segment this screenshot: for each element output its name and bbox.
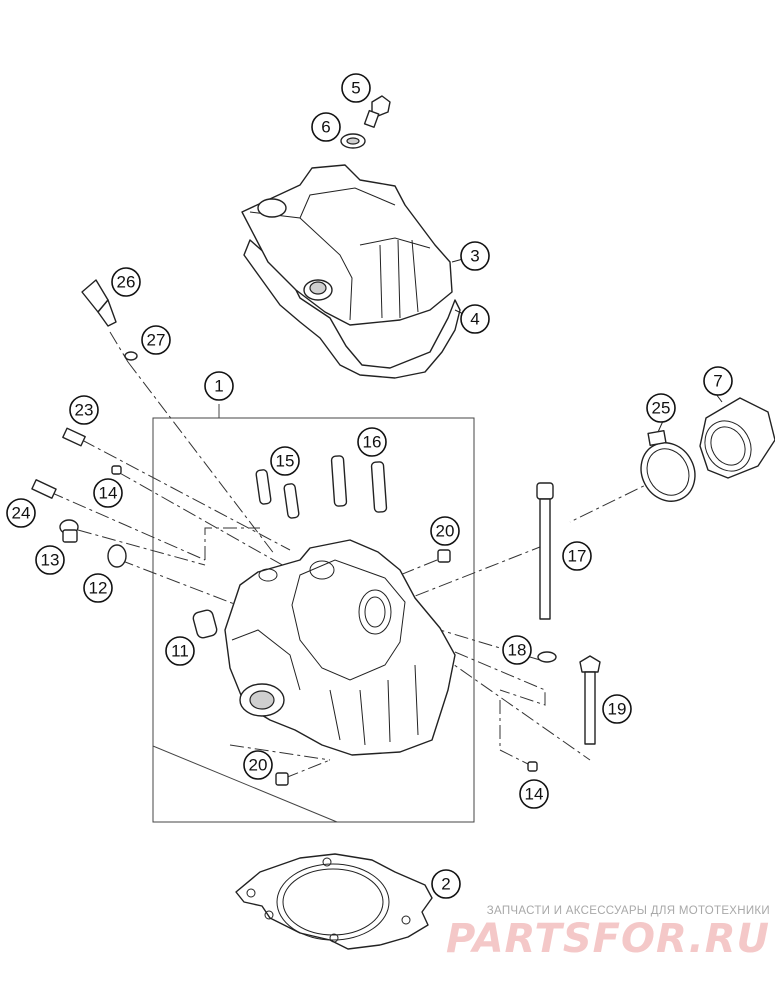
svg-text:2: 2 xyxy=(441,875,450,894)
cover-washer xyxy=(340,133,366,149)
nut-20-bottom xyxy=(275,772,289,786)
valve-guides-16 xyxy=(330,455,388,513)
svg-text:23: 23 xyxy=(75,401,94,420)
svg-text:17: 17 xyxy=(568,547,587,566)
assembly-lines xyxy=(49,331,661,779)
svg-text:24: 24 xyxy=(12,504,31,523)
callout-16: 16 xyxy=(357,427,387,457)
plug-14-bottom xyxy=(527,761,538,772)
svg-text:6: 6 xyxy=(321,118,330,137)
callout-2: 2 xyxy=(431,869,461,899)
valve-guides-15 xyxy=(255,469,300,519)
cover-screw xyxy=(363,95,391,128)
callout-11: 11 xyxy=(165,636,195,666)
svg-text:19: 19 xyxy=(608,700,627,719)
bolt-19 xyxy=(579,655,601,745)
callout-19: 19 xyxy=(602,694,632,724)
watermark-logo: PARTSFOR.RU xyxy=(445,916,770,962)
plug-14-top xyxy=(111,465,122,475)
plug-13 xyxy=(59,519,79,543)
callout-15: 15 xyxy=(270,446,300,476)
svg-text:11: 11 xyxy=(171,642,189,661)
svg-text:25: 25 xyxy=(652,399,671,418)
callout-7: 7 xyxy=(703,366,733,396)
svg-text:14: 14 xyxy=(525,785,544,804)
washer-18 xyxy=(537,651,557,663)
callout-26: 26 xyxy=(111,267,141,297)
svg-text:12: 12 xyxy=(89,579,108,598)
banjo-screw-23 xyxy=(62,427,86,447)
washer-12 xyxy=(107,544,127,568)
watermark-tagline: ЗАПЧАСТИ И АКСЕССУАРЫ ДЛЯ МОТОТЕХНИКИ xyxy=(486,905,770,917)
svg-text:16: 16 xyxy=(363,433,382,452)
callout-23: 23 xyxy=(69,395,99,425)
hose-clamp xyxy=(640,430,696,502)
svg-text:26: 26 xyxy=(117,273,136,292)
callout-20-top: 20 xyxy=(430,516,460,546)
callout-27: 27 xyxy=(141,325,171,355)
svg-text:5: 5 xyxy=(351,79,360,98)
svg-text:1: 1 xyxy=(214,377,223,396)
nut-20-top xyxy=(437,549,451,563)
cylinder-head xyxy=(224,539,456,756)
dowel-sleeve xyxy=(192,609,218,639)
head-stud-17 xyxy=(536,482,554,620)
valve-cover xyxy=(241,164,453,326)
svg-text:20: 20 xyxy=(436,522,455,541)
callout-6: 6 xyxy=(311,112,341,142)
svg-text:7: 7 xyxy=(713,372,722,391)
svg-text:27: 27 xyxy=(147,331,166,350)
sensor-o-ring xyxy=(124,351,138,361)
callout-5: 5 xyxy=(341,73,371,103)
watermark: ЗАПЧАСТИ И АКСЕССУАРЫ ДЛЯ МОТОТЕХНИКИ PA… xyxy=(440,905,770,961)
svg-text:3: 3 xyxy=(470,247,479,266)
callout-12: 12 xyxy=(83,573,113,603)
svg-text:18: 18 xyxy=(508,641,527,660)
callout-17: 17 xyxy=(562,541,592,571)
callout-14-bottom: 14 xyxy=(519,779,549,809)
svg-text:13: 13 xyxy=(41,551,60,570)
callout-1: 1 xyxy=(204,371,234,401)
svg-text:4: 4 xyxy=(470,310,479,329)
callout-25: 25 xyxy=(646,393,676,423)
head-gasket xyxy=(235,853,433,950)
callout-13: 13 xyxy=(35,545,65,575)
intake-flange xyxy=(699,397,775,479)
screw-24 xyxy=(31,479,57,499)
svg-text:14: 14 xyxy=(99,484,118,503)
svg-text:15: 15 xyxy=(276,452,295,471)
svg-text:20: 20 xyxy=(249,756,268,775)
callout-3: 3 xyxy=(460,241,490,271)
callout-18: 18 xyxy=(502,635,532,665)
callout-4: 4 xyxy=(460,304,490,334)
temperature-sensor xyxy=(81,279,117,327)
callout-24: 24 xyxy=(6,498,36,528)
callout-14-top: 14 xyxy=(93,478,123,508)
leader-lines xyxy=(451,255,723,433)
callout-20-bottom: 20 xyxy=(243,750,273,780)
